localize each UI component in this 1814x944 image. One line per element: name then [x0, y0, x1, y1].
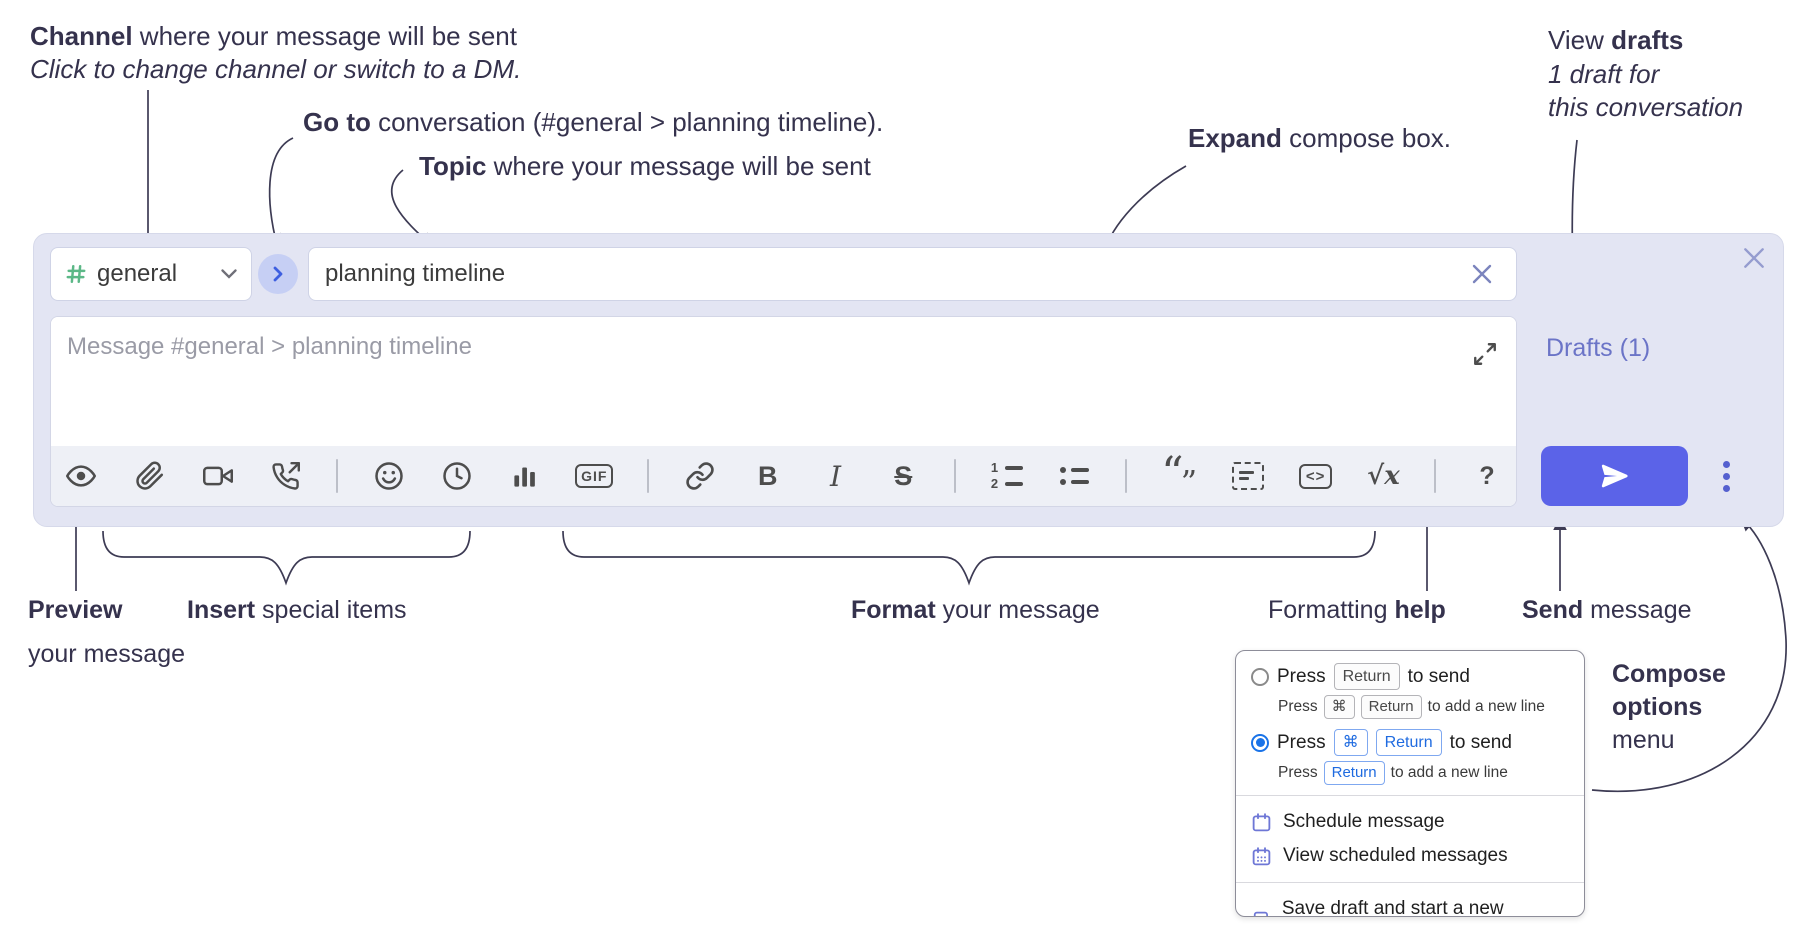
- compose-options-menu: Press Return to send Press ⌘ Return to a…: [1235, 650, 1585, 917]
- insert-note: Insert special items: [187, 596, 407, 624]
- kbd-cmd: ⌘: [1323, 695, 1355, 719]
- expand-icon: [1474, 343, 1496, 365]
- menu-divider: [1236, 795, 1584, 796]
- menu-item-save-draft[interactable]: Save draft and start a new message: [1251, 892, 1569, 916]
- preview-button[interactable]: [63, 453, 99, 499]
- spoiler-icon: [1231, 462, 1264, 490]
- toolbar-separator: [1434, 459, 1437, 493]
- calendar-grid-icon: [1252, 846, 1271, 865]
- bulleted-list-button[interactable]: [1058, 453, 1092, 499]
- topic-input[interactable]: [308, 247, 1517, 301]
- channel-hash-icon: [66, 264, 86, 284]
- view-drafts-note: View drafts 1 draft for this conversatio…: [1548, 25, 1744, 122]
- math-icon: √x: [1367, 461, 1400, 491]
- drafts-link[interactable]: Drafts (1): [1546, 334, 1651, 362]
- menu-item-view-scheduled-messages[interactable]: View scheduled messages: [1251, 839, 1569, 873]
- radio-selected-icon[interactable]: [1251, 733, 1269, 752]
- quote-icon: “ ”: [1161, 448, 1198, 501]
- option-return-to-send[interactable]: Press Return to send: [1251, 663, 1569, 690]
- message-compose-area: GIF B I S: [50, 316, 1517, 507]
- close-icon: [1472, 264, 1492, 284]
- poll-button[interactable]: [507, 453, 541, 499]
- strikethrough-button[interactable]: S: [886, 453, 920, 499]
- kbd-return: Return: [1360, 695, 1422, 719]
- code-icon: <>: [1298, 463, 1333, 489]
- spoiler-button[interactable]: [1231, 453, 1265, 499]
- channel-note: Channel where your message will be sent …: [30, 21, 522, 84]
- toolbar-separator: [647, 459, 650, 493]
- attach-file-button[interactable]: [133, 453, 167, 499]
- channel-name: general: [97, 260, 178, 287]
- kbd-return: Return: [1323, 761, 1385, 785]
- toolbar-separator: [1125, 459, 1128, 493]
- toolbar-separator: [336, 459, 339, 493]
- numbered-list-button[interactable]: 1 2: [990, 453, 1024, 499]
- preview-note: Preview your message: [28, 596, 186, 668]
- send-note: Send message: [1522, 596, 1692, 624]
- compose-options-note: Compose options menu: [1612, 660, 1726, 754]
- compose-toolbar: GIF B I S: [51, 446, 1516, 506]
- bulleted-list-icon: [1060, 467, 1090, 485]
- channel-selector[interactable]: general: [50, 247, 252, 301]
- option-cmd-return-to-send[interactable]: Press ⌘ Return to send: [1251, 729, 1569, 756]
- kbd-return: Return: [1333, 663, 1400, 690]
- question-mark-icon: ?: [1479, 461, 1495, 490]
- video-camera-icon: [202, 466, 233, 486]
- bold-icon: B: [758, 460, 778, 491]
- clock-icon: [442, 462, 471, 490]
- go-to-conversation-button[interactable]: [258, 254, 298, 294]
- message-input[interactable]: [51, 317, 1516, 446]
- send-button[interactable]: [1541, 446, 1688, 506]
- kbd-cmd: ⌘: [1333, 729, 1368, 756]
- math-button[interactable]: √x: [1366, 453, 1400, 499]
- chevron-down-icon: [221, 269, 237, 279]
- go-to-note: Go to conversation (#general > planning …: [303, 107, 884, 137]
- eye-icon: [66, 465, 96, 487]
- gif-button[interactable]: GIF: [575, 453, 614, 499]
- calendar-icon: [1252, 812, 1271, 831]
- chevron-right-icon: [273, 266, 283, 282]
- compose-options-button[interactable]: [1711, 450, 1741, 502]
- radio-unselected-icon[interactable]: [1251, 667, 1269, 686]
- strikethrough-icon: S: [894, 460, 913, 491]
- voice-call-button[interactable]: [268, 453, 302, 499]
- link-icon: [686, 462, 714, 490]
- quote-button[interactable]: “ ”: [1161, 448, 1198, 501]
- link-button[interactable]: [683, 453, 717, 499]
- expand-compose-button[interactable]: [1470, 339, 1500, 369]
- bold-button[interactable]: B: [751, 453, 785, 499]
- expand-note: Expand compose box.: [1188, 123, 1452, 153]
- gif-icon: GIF: [575, 464, 614, 488]
- code-button[interactable]: <>: [1298, 453, 1333, 499]
- topic-clear-button[interactable]: [1466, 258, 1498, 290]
- paperclip-icon: [136, 461, 163, 490]
- menu-item-schedule-message[interactable]: Schedule message: [1251, 805, 1569, 839]
- video-call-button[interactable]: [201, 453, 235, 499]
- italic-icon: I: [830, 459, 842, 493]
- close-icon: [1744, 248, 1764, 268]
- compose-box: general: [33, 233, 1784, 527]
- menu-divider: [1236, 882, 1584, 883]
- bar-chart-icon: [514, 467, 535, 487]
- option-return-subtext: Press ⌘ Return to add a new line: [1278, 695, 1569, 719]
- formatting-help-note: Formatting help: [1268, 596, 1446, 624]
- phone-outgoing-icon: [272, 461, 300, 490]
- format-note: Format your message: [851, 596, 1100, 624]
- dots-vertical-icon: [1722, 460, 1730, 468]
- formatting-help-button[interactable]: ?: [1470, 453, 1504, 499]
- topic-note: Topic where your message will be sent: [419, 151, 871, 181]
- global-time-button[interactable]: [440, 453, 474, 499]
- compose-close-button[interactable]: [1738, 242, 1770, 274]
- toolbar-separator: [954, 459, 957, 493]
- kbd-return: Return: [1375, 729, 1442, 756]
- smiley-icon: [375, 462, 403, 490]
- draft-check-icon: [1253, 911, 1268, 916]
- numbered-list-icon: 1 2: [991, 461, 1023, 490]
- emoji-button[interactable]: [372, 453, 406, 499]
- option-cmd-return-subtext: Press Return to add a new line: [1278, 761, 1569, 785]
- italic-button[interactable]: I: [819, 453, 853, 499]
- send-icon: [1601, 464, 1628, 488]
